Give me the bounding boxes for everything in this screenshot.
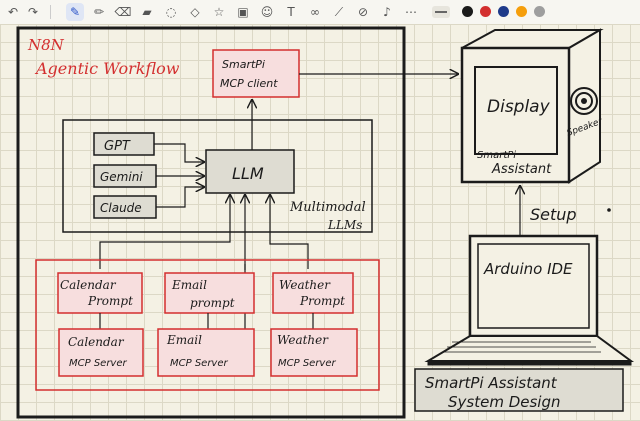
- email-server-line1: Email: [166, 333, 202, 347]
- toolbar: ↶ ↷ ✎ ✏ ⌫ ▰ ◌ ◇ ☆ ▣ ☺ T ∞ ⟋ ⊘ ♪ ⋯: [0, 0, 640, 25]
- calendar-server-line1: Calendar: [68, 335, 125, 349]
- mcp-client-line2: MCP client: [220, 77, 278, 90]
- display-label: Display: [487, 97, 551, 117]
- laptop-icon: [424, 234, 635, 366]
- speaker-icon: [570, 87, 598, 115]
- email-server-box: [157, 328, 255, 377]
- gemini-label: Gemini: [100, 170, 143, 184]
- setup-label: Setup: [530, 205, 577, 224]
- sticker-icon[interactable]: ☺: [260, 5, 274, 19]
- ruler-icon[interactable]: ⟋: [334, 4, 344, 19]
- calendar-server-line2: MCP Server: [69, 358, 128, 369]
- device-name-line1: SmartPi: [477, 150, 516, 161]
- link-icon[interactable]: ∞: [310, 5, 320, 19]
- email-prompt-line2: prompt: [190, 296, 235, 310]
- gpt-label: GPT: [104, 139, 131, 154]
- mic-icon[interactable]: ♪: [383, 5, 391, 19]
- footer-title-line1: SmartPi Assistant: [425, 374, 558, 392]
- mcp-client-line1: SmartPi: [222, 58, 265, 71]
- text-icon[interactable]: T: [287, 5, 295, 19]
- color-black[interactable]: [462, 6, 473, 17]
- calendar-prompt-line1: Calendar: [60, 278, 117, 292]
- claude-to-llm-arrow: [156, 187, 204, 208]
- device-name-line2: Assistant: [491, 162, 552, 177]
- smartpi-device: [460, 28, 604, 184]
- gpt-to-llm-arrow: [154, 143, 204, 162]
- calendar-server-box: [58, 328, 144, 377]
- pen-icon[interactable]: ✎: [66, 3, 84, 21]
- weather-server-box: [270, 328, 358, 377]
- weather-prompt-line1: Weather: [279, 278, 331, 292]
- lasso-icon[interactable]: ◌: [165, 5, 177, 19]
- ink-dot: [607, 208, 611, 212]
- weather-server-line1: Weather: [277, 333, 329, 347]
- calendar-to-llm-arrow: [99, 195, 230, 269]
- color-picker-icon[interactable]: ⊘: [357, 5, 369, 19]
- multimodal-label-line2: LLMs: [327, 218, 362, 232]
- drawing-canvas[interactable]: N8N Agentic Workflow SmartPi MCP client …: [0, 24, 640, 421]
- highlighter-icon[interactable]: ▰: [142, 5, 152, 19]
- workflow-title-line2: Agentic Workflow: [34, 59, 180, 78]
- toolbar-divider: [50, 5, 51, 19]
- image-icon[interactable]: ▣: [237, 5, 249, 19]
- shapes-icon[interactable]: ◇: [190, 5, 200, 19]
- mcp-client-box: [212, 49, 300, 98]
- redo-icon[interactable]: ↷: [27, 5, 39, 19]
- llm-box: [205, 149, 295, 194]
- email-prompt-box: [164, 272, 255, 314]
- footer-title-box: [414, 368, 624, 412]
- multimodal-llms-box: [62, 119, 373, 233]
- email-server-line2: MCP Server: [170, 358, 229, 369]
- pencil-icon[interactable]: ✏: [93, 5, 105, 19]
- color-gray[interactable]: [534, 6, 545, 17]
- stroke-width-selector[interactable]: [432, 6, 450, 18]
- claude-label: Claude: [100, 201, 142, 215]
- email-prompt-line1: Email: [171, 278, 207, 292]
- color-red[interactable]: [480, 6, 491, 17]
- color-blue[interactable]: [498, 6, 509, 17]
- laptop-label: Arduino IDE: [483, 260, 573, 278]
- star-icon[interactable]: ☆: [213, 5, 225, 19]
- workflow-title-line1: N8N: [27, 36, 65, 54]
- weather-to-llm-arrow: [270, 195, 309, 269]
- eraser-icon[interactable]: ⌫: [114, 5, 132, 19]
- calendar-prompt-box: [57, 272, 143, 314]
- llm-label: LLM: [232, 164, 264, 183]
- system-diagram: N8N Agentic Workflow SmartPi MCP client …: [16, 26, 635, 419]
- weather-prompt-line2: Prompt: [299, 294, 345, 308]
- weather-server-line2: MCP Server: [278, 358, 337, 369]
- ellipsis-icon[interactable]: ⋯: [405, 5, 417, 19]
- undo-icon[interactable]: ↶: [7, 5, 19, 19]
- color-orange[interactable]: [516, 6, 527, 17]
- n8n-workflow-frame: [16, 26, 406, 419]
- footer-title-line2: System Design: [448, 393, 561, 411]
- weather-prompt-box: [272, 272, 354, 314]
- calendar-prompt-line2: Prompt: [87, 294, 133, 308]
- mcp-servers-group: [35, 259, 380, 391]
- multimodal-label-line1: Multimodal: [289, 200, 366, 215]
